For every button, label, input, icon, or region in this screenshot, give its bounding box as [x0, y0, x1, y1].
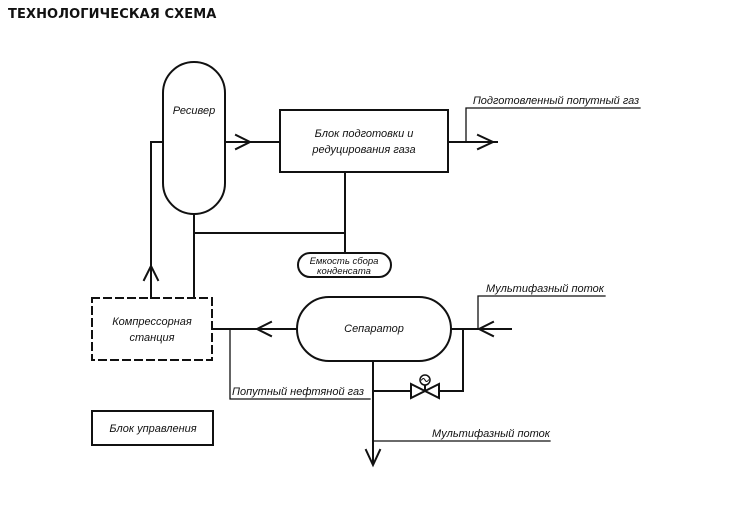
associated-gas-label: Попутный нефтяной газ: [232, 386, 364, 398]
prep-block-label-2: редуцирования газа: [311, 144, 415, 156]
valve-body-left: [410, 382, 428, 400]
compressor-station[interactable]: [91, 297, 213, 361]
leader-associated-gas: [229, 328, 371, 400]
prepared-gas-label: Подготовленный попутный газ: [473, 95, 639, 107]
line-valve-loop: [372, 328, 464, 392]
leader-prepared-gas: [465, 107, 641, 143]
compressor-label-2: станция: [130, 332, 175, 344]
arrow-multiphase-in: [476, 320, 495, 338]
control-block[interactable]: [91, 410, 214, 446]
arrow-receiver-to-prep: [234, 133, 253, 151]
prep-block[interactable]: [279, 109, 449, 173]
arrow-separator-to-compressor: [254, 320, 273, 338]
arrow-prepared-gas-out: [476, 133, 496, 151]
valve-body-right: [422, 382, 440, 400]
compressor-label-1: Компрессорная: [112, 316, 192, 328]
receiver-label: Ресивер: [173, 105, 216, 117]
multiphase-in-label: Мультифазный поток: [486, 283, 605, 295]
valve-actuator-glyph: [420, 378, 430, 382]
separator-label: Сепаратор: [344, 323, 404, 335]
receiver-vessel[interactable]: [162, 61, 226, 215]
condensate-tank-label-2: конденсата: [317, 266, 371, 277]
page-title: ТЕХНОЛОГИЧЕСКАЯ СХЕМА: [8, 7, 217, 22]
arrow-multiphase-out: [364, 448, 382, 468]
leader-multiphase-in: [477, 295, 606, 330]
multiphase-out-label: Мультифазный поток: [432, 428, 551, 440]
arrow-compressor-to-receiver: [142, 263, 160, 282]
condensate-tank[interactable]: [297, 252, 392, 278]
control-block-label: Блок управления: [109, 423, 196, 435]
prep-block-label-1: Блок подготовки и: [315, 128, 414, 140]
control-valve[interactable]: [410, 374, 440, 400]
condensate-tank-label-1: Емкость сбора: [310, 256, 379, 267]
line-compressor-to-receiver: [150, 141, 164, 299]
